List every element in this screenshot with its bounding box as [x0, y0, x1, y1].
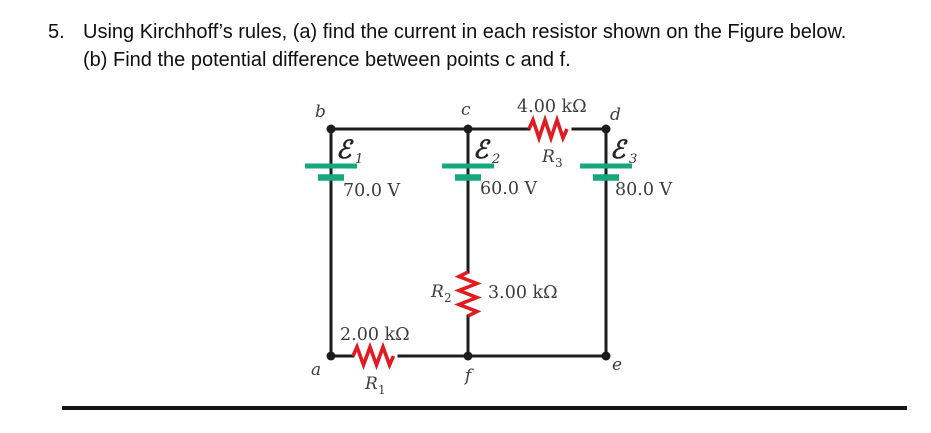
- node-label-b: b: [315, 102, 326, 122]
- node-dot-c: [463, 124, 473, 134]
- node-dot-b: [326, 124, 336, 134]
- resistor-r2-subscript: 2: [444, 291, 452, 305]
- node-label-e: e: [612, 355, 622, 375]
- emf-3-subscript: 3: [629, 152, 637, 167]
- resistor-labels: 2.00 kΩ R 1 R 2 3.00 kΩ 4.00 kΩ R 3: [340, 97, 587, 397]
- resistors: [351, 114, 569, 371]
- emf-1-voltage: 70.0 V: [343, 181, 401, 201]
- emf-2-subscript: 2: [491, 152, 500, 167]
- batteries: [305, 163, 632, 181]
- resistor-r3-value: 4.00 kΩ: [517, 97, 587, 117]
- junction-nodes: [326, 124, 611, 361]
- circuit-wires: [329, 127, 608, 358]
- emf-2-symbol: ℰ: [473, 135, 491, 164]
- bottom-divider: [62, 406, 907, 410]
- resistor-r1-name: R: [364, 374, 378, 394]
- problem-text: Using Kirchhoff’s rules, (a) find the cu…: [83, 18, 883, 74]
- node-dot-f: [463, 351, 473, 361]
- resistor-r1-value: 2.00 kΩ: [340, 325, 410, 345]
- problem-statement: 5. Using Kirchhoff’s rules, (a) find the…: [48, 18, 883, 74]
- resistor-r1-zigzag: [351, 341, 396, 371]
- battery-labels: ℰ 1 70.0 V ℰ 2 60.0 V ℰ 3 80.0 V: [336, 135, 673, 201]
- resistor-r2-value: 3.00 kΩ: [488, 283, 558, 303]
- resistor-r3-subscript: 3: [555, 156, 563, 170]
- resistor-r3-zigzag: [527, 114, 569, 144]
- resistor-r2-name: R: [430, 282, 444, 302]
- emf-1-subscript: 1: [355, 152, 363, 167]
- node-label-c: c: [461, 100, 471, 120]
- problem-number: 5.: [48, 21, 65, 43]
- emf-3-symbol: ℰ: [610, 135, 628, 164]
- node-label-d: d: [610, 105, 621, 125]
- emf-1-symbol: ℰ: [336, 135, 354, 164]
- problem-line-2: (b) Find the potential difference betwee…: [83, 49, 571, 71]
- resistor-r3-name: R: [541, 147, 555, 167]
- node-dot-a: [326, 351, 336, 361]
- problem-line-1: Using Kirchhoff’s rules, (a) find the cu…: [83, 21, 847, 43]
- node-labels: b c d a f e: [311, 100, 622, 386]
- emf-3-voltage: 80.0 V: [615, 180, 673, 200]
- node-label-f: f: [463, 366, 474, 386]
- resistor-r2-zigzag: [454, 270, 482, 318]
- emf-2-voltage: 60.0 V: [480, 179, 538, 199]
- node-label-a: a: [311, 360, 321, 380]
- node-dot-d: [601, 124, 611, 134]
- node-dot-e: [601, 351, 611, 361]
- resistor-r1-subscript: 1: [378, 383, 386, 397]
